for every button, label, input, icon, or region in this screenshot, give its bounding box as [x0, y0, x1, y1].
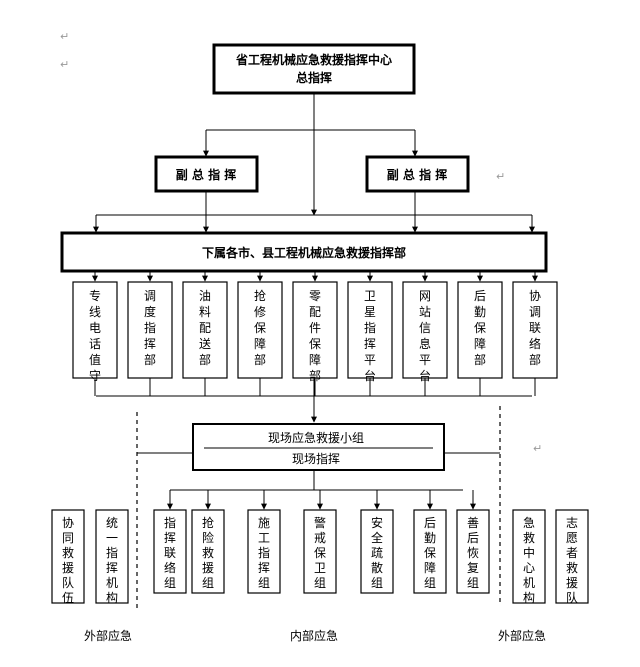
internal-group-7: 善后恢复组 [456, 509, 490, 594]
internal-group-5-box [360, 509, 394, 594]
commander-title: 省工程机械应急救援指挥中心 [235, 52, 392, 67]
department-1: 专线电话值守 [72, 281, 118, 383]
department-8: 后勤保障部 [457, 281, 503, 379]
internal-group-4-label: 警戒保卫组 [314, 515, 326, 590]
internal-group-2-label: 抢险救援组 [202, 515, 214, 590]
department-1-label: 专线电话值守 [89, 288, 101, 383]
field-team-subtitle: 现场指挥 [292, 451, 340, 466]
internal-group-3-box [247, 509, 281, 594]
external-left-1-box [51, 509, 85, 604]
external-left-2-box [95, 509, 129, 604]
internal-group-5-label: 安全疏散组 [371, 515, 383, 590]
department-6: 卫星指挥平台 [347, 281, 393, 383]
paragraph-mark: ↵ [60, 58, 69, 71]
department-4: 抢修保障部 [237, 281, 283, 379]
department-6-label: 卫星指挥平台 [364, 289, 376, 383]
department-7-box [402, 281, 448, 379]
internal-group-6-box [413, 509, 447, 594]
internal-group-4: 警戒保卫组 [303, 509, 337, 594]
department-9-box [512, 281, 558, 379]
external-right-1-label: 急救中心机构 [523, 515, 535, 605]
department-5-box [292, 281, 338, 379]
group-row: 协同救援队伍 统一指挥机构 指挥联络组 抢险救援组 施工指挥组 警戒保卫组 安全疏散组 后勤保… [51, 490, 589, 605]
external-left-2: 统一指挥机构 [95, 509, 129, 605]
department-1-box [72, 281, 118, 379]
deputy-box-right [365, 155, 470, 193]
internal-group-6-label: 后勤保障组 [424, 516, 436, 590]
subordinate-box [60, 231, 548, 273]
department-2-box [127, 281, 173, 379]
internal-group-7-label: 善后恢复组 [467, 515, 479, 590]
internal-group-5: 安全疏散组 [360, 509, 394, 594]
department-row: 专线电话值守 调度指挥部 油料配送部 抢修保障部 零配件保障部 卫星指挥平台 网站信息平台 后… [72, 271, 558, 396]
department-7: 网站信息平台 [402, 281, 448, 383]
department-6-box [347, 281, 393, 379]
department-3: 油料配送部 [182, 281, 228, 379]
deputy-label-right: 副 总 指 挥 [387, 167, 448, 182]
internal-group-1-label: 指挥联络组 [164, 515, 176, 590]
internal-group-2-box [191, 509, 225, 594]
commander-subtitle: 总指挥 [296, 70, 332, 85]
field-team-box [192, 423, 445, 471]
internal-group-1-box [153, 509, 187, 594]
department-2: 调度指挥部 [127, 281, 173, 379]
department-3-box [182, 281, 228, 379]
department-5-label: 零配件保障部 [309, 289, 321, 383]
department-9-label: 协调联络部 [529, 288, 541, 367]
external-right-1-box [512, 509, 546, 604]
section-label-internal: 内部应急 [290, 628, 338, 643]
external-right-2: 志愿者救援队 [555, 509, 589, 605]
section-label-external-left: 外部应急 [84, 628, 132, 643]
internal-group-1: 指挥联络组 [153, 509, 187, 594]
external-left-1-label: 协同救援队伍 [62, 515, 74, 605]
paragraph-mark: ↵ [60, 30, 69, 43]
internal-group-4-box [303, 509, 337, 594]
section-label-external-right: 外部应急 [498, 628, 546, 643]
department-3-label: 油料配送部 [199, 289, 211, 367]
department-2-label: 调度指挥部 [144, 289, 156, 367]
paragraph-mark: ↵ [496, 170, 505, 183]
internal-group-6: 后勤保障组 [413, 509, 447, 594]
deputy-label-left: 副 总 指 挥 [176, 167, 237, 182]
department-8-box [457, 281, 503, 379]
internal-group-7-box [456, 509, 490, 594]
external-left-1: 协同救援队伍 [51, 509, 85, 605]
department-5: 零配件保障部 [292, 281, 338, 383]
internal-group-3: 施工指挥组 [247, 509, 281, 594]
department-4-label: 抢修保障部 [254, 288, 266, 367]
external-right-2-box [555, 509, 589, 604]
external-right-2-label: 志愿者救援队 [566, 516, 578, 605]
external-left-2-label: 统一指挥机构 [106, 516, 118, 605]
external-right-1: 急救中心机构 [512, 509, 546, 605]
department-8-label: 后勤保障部 [474, 289, 486, 367]
department-4-box [237, 281, 283, 379]
field-team-title: 现场应急救援小组 [268, 430, 364, 445]
subordinate-label: 下属各市、县工程机械应急救援指挥部 [202, 245, 406, 260]
department-9: 协调联络部 [512, 281, 558, 379]
department-7-label: 网站信息平台 [419, 289, 431, 383]
paragraph-mark: ↵ [533, 442, 542, 455]
internal-group-3-label: 施工指挥组 [258, 516, 270, 590]
internal-group-2: 抢险救援组 [191, 509, 225, 594]
